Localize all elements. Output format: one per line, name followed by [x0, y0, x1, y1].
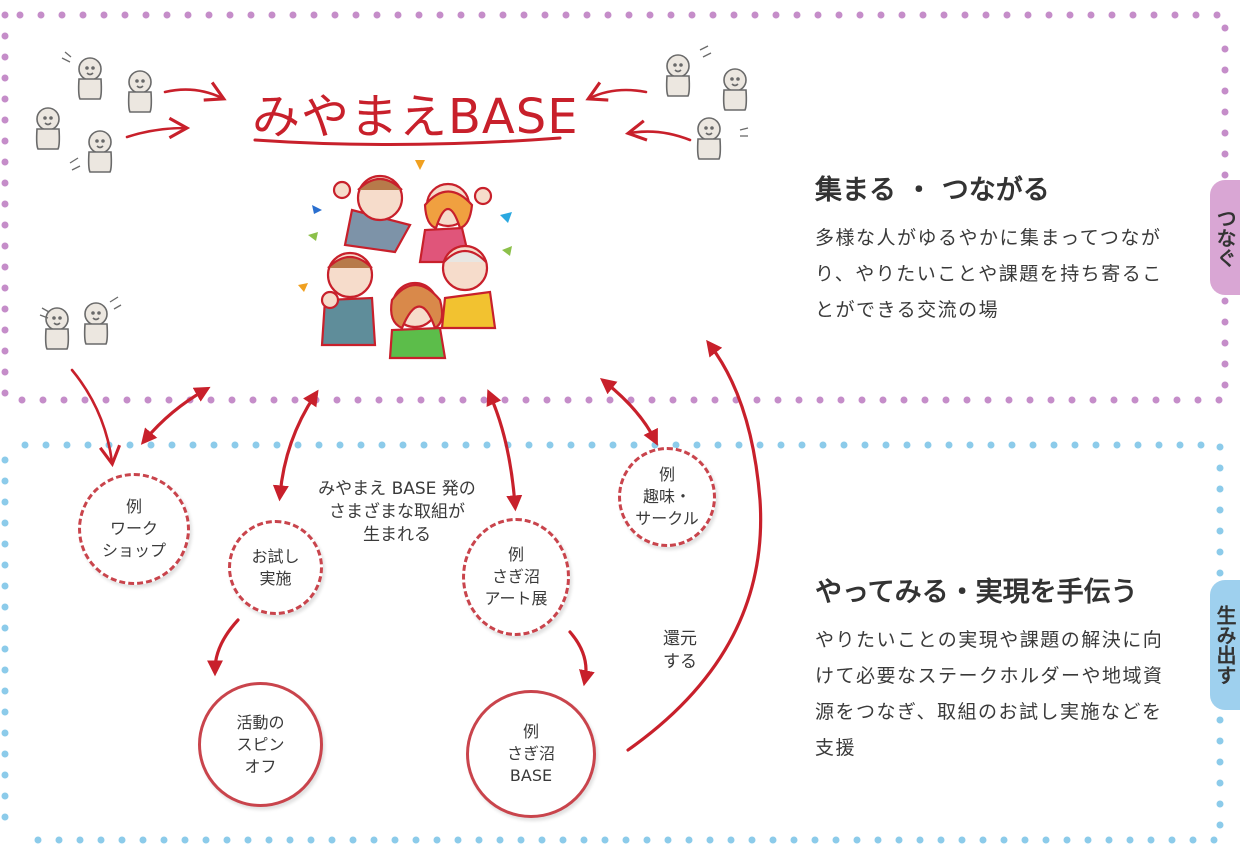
- person-icon: [87, 130, 113, 173]
- node-workshop-label: 例 ワーク ショップ: [101, 497, 166, 560]
- bottom-section-border: [1, 441, 1224, 844]
- node-artshow-label: 例 さぎ沼 アート展: [484, 545, 548, 608]
- node-trial: お試し 実施: [228, 520, 323, 615]
- incoming-arrows: [70, 81, 692, 468]
- top-section-heading: 集まる ・ つながる: [815, 175, 1050, 206]
- person-icon: [83, 302, 109, 345]
- node-hobby-label: 例 趣味・ サークル: [635, 465, 699, 528]
- bottom-section-heading: やってみる・実現を手伝う: [815, 577, 1138, 608]
- person-icon: [127, 70, 153, 113]
- connector-arrows: [140, 339, 763, 752]
- node-workshop: 例 ワーク ショップ: [78, 473, 190, 585]
- top-section-border: [1, 11, 1229, 404]
- node-trial-label: お試し 実施: [251, 546, 300, 588]
- person-icon: [77, 57, 103, 100]
- tab-tsunagu: つなぐ: [1210, 180, 1240, 295]
- person-icon: [35, 107, 61, 150]
- brand-title: みやまえBASE: [252, 89, 579, 145]
- bottom-section-description: やりたいことの実現や課題の解決に向けて必要なステークホルダーや地域資源をつなぎ、…: [815, 629, 1164, 759]
- node-spinoff: 活動の スピン オフ: [198, 682, 323, 807]
- person-icons: [35, 54, 748, 350]
- person-icon: [665, 54, 691, 97]
- person-icon: [722, 68, 748, 111]
- node-saginuma-base-label: 例 さぎ沼 BASE: [506, 722, 555, 785]
- motion-marks: [39, 45, 749, 319]
- top-section-description: 多様な人がゆるやかに集まってつながり、やりたいことや課題を持ち寄ることができる交…: [815, 227, 1163, 321]
- return-caption: 還元 する: [663, 629, 697, 672]
- tab-tsunagu-label: つなぐ: [1213, 207, 1237, 268]
- node-hobby: 例 趣味・ サークル: [618, 447, 716, 547]
- node-saginuma-base: 例 さぎ沼 BASE: [466, 690, 596, 818]
- person-icon: [44, 307, 70, 350]
- person-icon: [696, 117, 722, 160]
- tab-umidasu-label: 生み出す: [1213, 605, 1237, 685]
- group-illustration: [298, 160, 512, 360]
- node-spinoff-label: 活動の スピン オフ: [236, 712, 285, 776]
- node-artshow: 例 さぎ沼 アート展: [462, 518, 570, 636]
- brand-underline: [253, 136, 562, 147]
- center-caption: みやまえ BASE 発の さまざまな取組が 生まれる: [318, 479, 476, 545]
- tab-umidasu: 生み出す: [1210, 580, 1240, 710]
